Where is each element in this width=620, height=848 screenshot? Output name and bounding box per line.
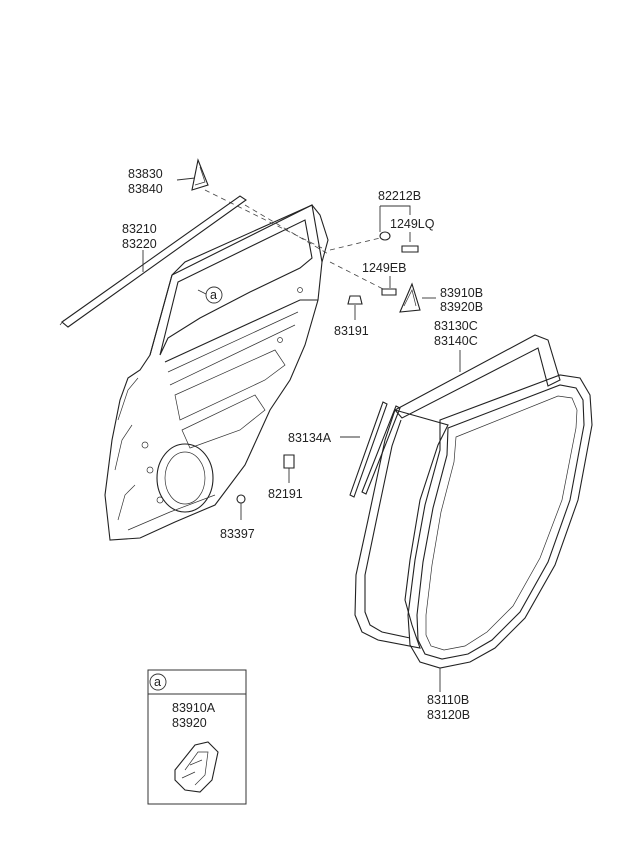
label-83397: 83397 [220, 527, 255, 541]
ref-a-label: a [210, 288, 217, 302]
label-83110B: 83110B [427, 693, 469, 707]
reference-a-marker [197, 286, 223, 304]
label-83220: 83220 [122, 237, 157, 251]
inset-label-83920: 83920 [172, 716, 207, 730]
label-83140C: 83140C [434, 334, 478, 348]
inset-box-a [147, 669, 247, 805]
plug-83397 [236, 494, 246, 520]
inset-label-83910A: 83910A [172, 701, 216, 715]
trim-strip-83134A [340, 401, 401, 498]
label-83830: 83830 [128, 167, 163, 181]
belt-weatherstrip-83210 [59, 195, 247, 328]
label-83210: 83210 [122, 222, 157, 236]
inset-ref-a: a [154, 675, 161, 689]
label-83910B: 83910B [440, 286, 483, 300]
rear-door-panel [104, 204, 329, 541]
clip-83191 [347, 295, 363, 320]
label-83130C: 83130C [434, 319, 478, 333]
frame-weatherstrip-83130C [394, 334, 561, 419]
label-83920B: 83920B [440, 300, 483, 314]
reference-lines [204, 189, 386, 291]
label-83134A: 83134A [288, 431, 332, 445]
delta-cover-83910B [399, 282, 436, 313]
corner-garnish-83830 [176, 158, 209, 191]
label-82212B: 82212B [378, 189, 421, 203]
bracket-82212B [379, 205, 411, 241]
label-83191: 83191 [334, 324, 369, 338]
door-weatherstrip-83110B [407, 374, 593, 669]
label-82191: 82191 [268, 487, 303, 501]
label-1249EB: 1249EB [362, 261, 406, 275]
clip-82191 [283, 454, 295, 483]
label-1249LQ: 1249LQ [390, 217, 435, 231]
bolt-1249LQ [401, 232, 419, 253]
door-weatherstrip-outer [354, 409, 449, 649]
label-83840: 83840 [128, 182, 163, 196]
label-83120B: 83120B [427, 708, 470, 722]
bolt-1249EB [381, 276, 397, 296]
